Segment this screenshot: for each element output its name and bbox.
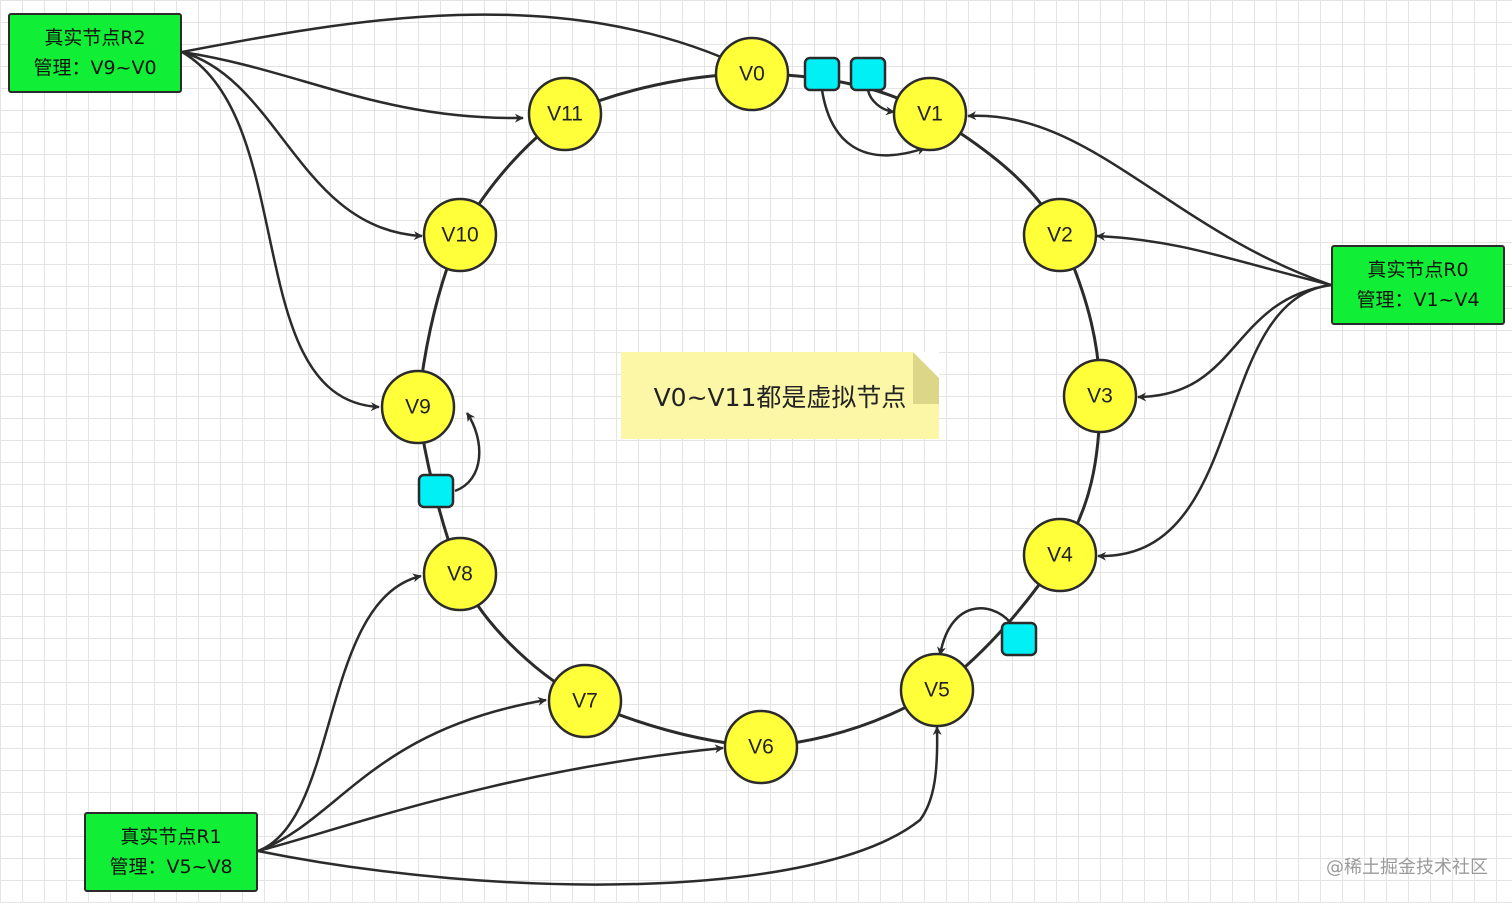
edges-r1 bbox=[257, 573, 942, 886]
key-box bbox=[417, 473, 455, 509]
virtual-node-v8: V8 bbox=[422, 536, 498, 612]
virtual-node-v2: V2 bbox=[1022, 197, 1098, 273]
edges-r0 bbox=[967, 111, 1332, 561]
virtual-node-v4: V4 bbox=[1022, 517, 1098, 593]
virtual-node-v11: V11 bbox=[527, 76, 603, 152]
virtual-node-label: V6 bbox=[748, 736, 774, 759]
real-node-r1: 真实节点R1 管理：V5~V8 bbox=[84, 812, 258, 892]
edges-r2 bbox=[181, 13, 747, 412]
virtual-node-v6: V6 bbox=[723, 709, 799, 785]
real-node-title: 真实节点R0 bbox=[1367, 259, 1469, 281]
virtual-node-label: V10 bbox=[441, 224, 478, 247]
watermark: @稀土掘金技术社区 bbox=[1326, 857, 1488, 878]
real-node-title: 真实节点R1 bbox=[120, 826, 222, 848]
note-text: V0~V11都是虚拟节点 bbox=[653, 383, 907, 412]
virtual-node-v1: V1 bbox=[892, 76, 968, 152]
real-node-title: 真实节点R2 bbox=[44, 27, 146, 49]
note: V0~V11都是虚拟节点 bbox=[621, 352, 939, 439]
virtual-node-label: V2 bbox=[1047, 224, 1073, 247]
virtual-node-label: V0 bbox=[739, 63, 765, 86]
real-node-range: 管理：V5~V8 bbox=[109, 856, 233, 878]
virtual-node-v7: V7 bbox=[547, 663, 623, 739]
key-box bbox=[1000, 621, 1038, 657]
virtual-node-label: V5 bbox=[924, 679, 950, 702]
virtual-node-v10: V10 bbox=[422, 197, 498, 273]
key-box bbox=[849, 56, 887, 92]
key-box bbox=[803, 56, 841, 92]
virtual-node-v3: V3 bbox=[1062, 358, 1138, 434]
real-node-r2: 真实节点R2 管理：V9~V0 bbox=[8, 13, 182, 93]
real-node-r0: 真实节点R0 管理：V1~V4 bbox=[1331, 245, 1505, 325]
real-node-range: 管理：V1~V4 bbox=[1356, 289, 1480, 311]
virtual-node-label: V8 bbox=[447, 563, 473, 586]
virtual-node-v0: V0 bbox=[714, 36, 790, 112]
virtual-node-label: V11 bbox=[547, 103, 583, 126]
virtual-node-label: V7 bbox=[572, 690, 598, 713]
virtual-node-label: V4 bbox=[1047, 544, 1073, 567]
virtual-node-label: V1 bbox=[917, 103, 943, 126]
virtual-node-v5: V5 bbox=[899, 652, 975, 728]
virtual-node-label: V3 bbox=[1087, 385, 1113, 408]
virtual-node-label: V9 bbox=[405, 396, 431, 419]
virtual-nodes: V0 V1 V2 V3 V4 V5 V6 V7 V8 V9 V10 V11 bbox=[380, 36, 1138, 785]
virtual-node-v9: V9 bbox=[380, 369, 456, 445]
data-keys bbox=[417, 56, 1038, 657]
real-node-range: 管理：V9~V0 bbox=[33, 57, 157, 79]
key-arrows bbox=[454, 89, 1011, 656]
